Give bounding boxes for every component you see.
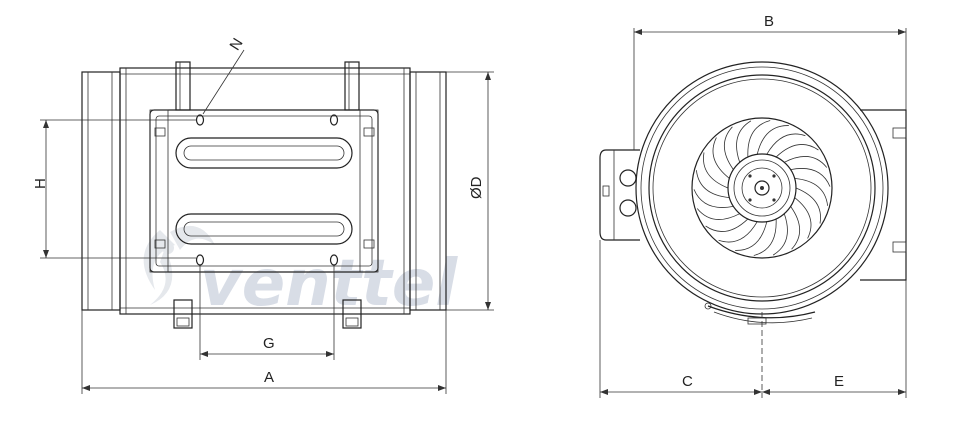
impeller-blade <box>696 208 740 220</box>
top-slot <box>175 137 353 169</box>
impeller-blade <box>772 213 788 256</box>
impeller-blade <box>696 170 730 198</box>
inner-ring <box>648 74 876 302</box>
front-view: B C E <box>599 13 907 398</box>
mounting-hole <box>329 114 339 126</box>
duct-body <box>119 67 411 315</box>
mounting-hole <box>329 254 339 266</box>
impeller-blade <box>794 178 828 206</box>
impeller-blade <box>790 168 831 187</box>
impeller-blade <box>753 218 777 256</box>
side-view: N H ØD G <box>32 35 494 394</box>
bottom-bracket-left <box>173 299 193 329</box>
impeller-blade <box>775 144 819 158</box>
mounting-hole <box>195 114 205 126</box>
impeller-blade <box>795 187 821 224</box>
impeller-blade <box>723 126 734 170</box>
mounting-plate <box>149 109 379 273</box>
dimension-d: ØD <box>446 71 494 311</box>
motor-hub <box>727 153 797 223</box>
impeller-blade <box>766 133 806 155</box>
dimension-e: E <box>762 280 907 398</box>
impeller-blade <box>736 120 752 163</box>
impeller-blade <box>735 221 768 251</box>
top-bracket-right <box>344 61 360 111</box>
impeller <box>691 117 833 259</box>
top-bracket-left <box>175 61 191 111</box>
dimension-b: B <box>633 13 907 150</box>
impeller-blade <box>712 137 730 179</box>
bottom-slot <box>175 213 353 245</box>
impeller-blade <box>705 218 749 232</box>
terminal-box <box>599 149 640 241</box>
label-a: A <box>264 369 274 386</box>
impeller-blade <box>747 120 771 158</box>
watermark-fan-logo <box>143 225 215 305</box>
label-c: C <box>682 373 693 390</box>
bottom-bracket-right <box>342 299 362 329</box>
dimension-h: H <box>32 119 196 259</box>
label-d: ØD <box>468 176 485 199</box>
dimension-c: C <box>599 240 762 398</box>
front-bracket-right <box>860 109 907 281</box>
label-h: H <box>32 178 49 189</box>
dimension-g: G <box>199 266 335 360</box>
impeller-blade <box>790 206 801 250</box>
label-b: B <box>764 13 774 30</box>
impeller-blade <box>718 221 758 243</box>
dimension-a: A <box>81 310 447 394</box>
impeller-blade <box>756 125 789 155</box>
impeller-blade <box>784 156 828 168</box>
watermark: venttel <box>143 225 458 321</box>
watermark-text: venttel <box>200 247 458 321</box>
impeller-blade <box>693 189 734 208</box>
label-g: G <box>263 335 275 352</box>
impeller-blade <box>703 152 729 189</box>
dimension-n: N <box>202 35 247 115</box>
impeller-rim <box>691 117 833 259</box>
label-e: E <box>834 373 844 390</box>
impeller-blade <box>794 197 812 239</box>
mounting-hole <box>195 254 205 266</box>
